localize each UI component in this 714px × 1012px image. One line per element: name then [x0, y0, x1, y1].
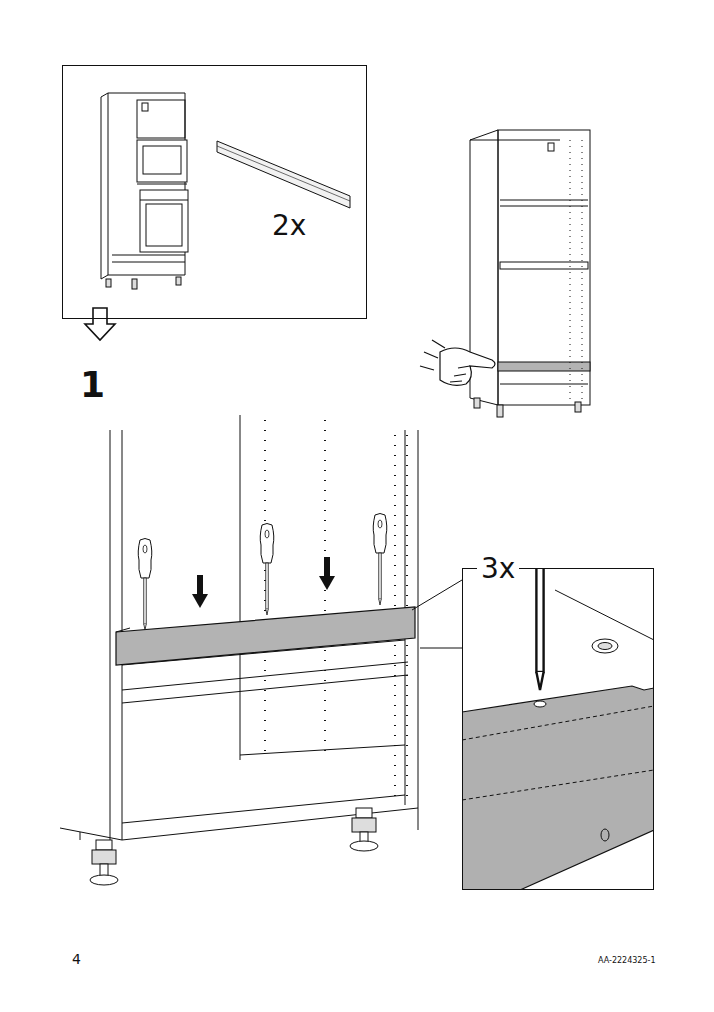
push-arrow — [192, 557, 335, 608]
step-number: 1 — [80, 367, 105, 403]
quantity-label: 3x — [477, 555, 519, 583]
rail-part — [116, 607, 415, 665]
callout-frame: 2x — [62, 65, 367, 319]
zoom-detail — [462, 568, 654, 890]
callout-frame: 3x — [462, 568, 654, 890]
quantity-label: 2x — [268, 212, 310, 240]
screwdriver — [138, 514, 387, 631]
step-arrow — [85, 308, 115, 340]
cabinet-detail — [60, 415, 418, 840]
hand-icon — [420, 340, 495, 385]
leader-line — [412, 580, 462, 648]
cabinet-frame — [470, 130, 590, 417]
cabinet-overview — [101, 93, 188, 289]
document-code: AA-2224325-1 — [598, 957, 655, 965]
rail-part — [217, 141, 350, 208]
adjustable-foot — [90, 808, 378, 885]
page-number: 4 — [72, 952, 81, 966]
